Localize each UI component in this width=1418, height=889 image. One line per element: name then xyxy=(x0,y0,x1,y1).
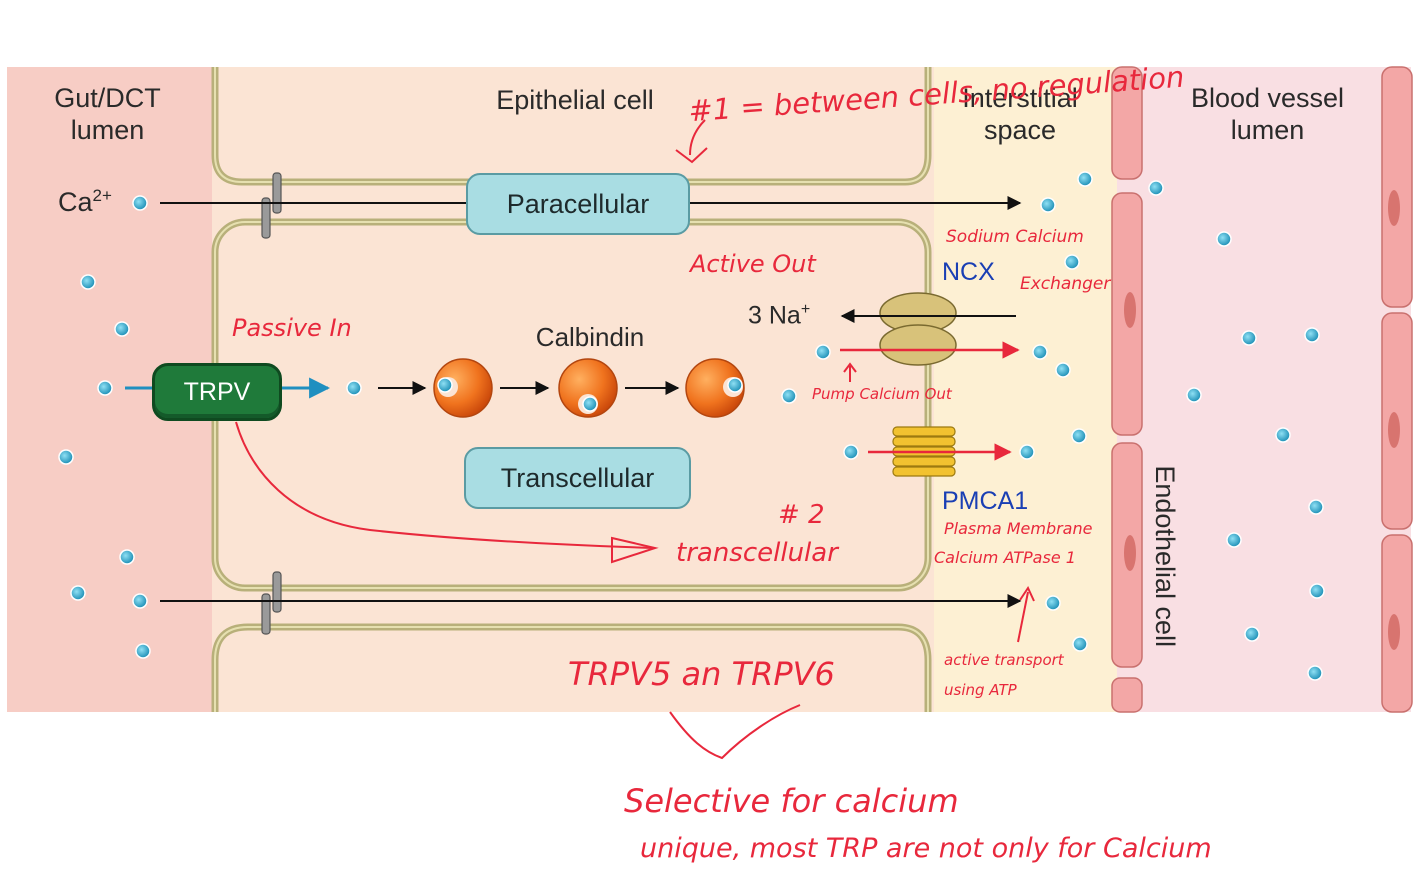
ncx-exchanger-shape xyxy=(879,292,957,366)
calcium-ion-dot xyxy=(346,380,362,396)
calcium-ion-dot xyxy=(1309,583,1325,599)
calcium-ion-dot xyxy=(1216,231,1232,247)
calcium-charge: 2+ xyxy=(92,186,112,205)
calcium-ion-dot xyxy=(1072,636,1088,652)
unique-annotation: unique, most TRP are not only for Calciu… xyxy=(640,833,1212,864)
calcium-ion-dot xyxy=(1241,330,1257,346)
calcium-ion-dot xyxy=(114,321,130,337)
calcium-ion-dot xyxy=(1304,327,1320,343)
transcellular-label: Transcellular xyxy=(500,462,655,493)
trpv-label: TRPV xyxy=(183,377,251,406)
active-transport-line1: active transport xyxy=(944,651,1064,669)
pmca-name-line1: Plasma Membrane xyxy=(944,519,1093,538)
selective-annotation: Selective for calcium xyxy=(624,782,959,820)
calcium-ions xyxy=(58,171,1325,681)
calcium-ion-dot xyxy=(815,344,831,360)
active-transport-line2: using ATP xyxy=(944,681,1017,699)
calcium-ion-dot xyxy=(843,444,859,460)
active-out-annotation: Active Out xyxy=(690,250,816,278)
transcellular-number: # 2 xyxy=(778,500,825,530)
calcium-ion-dot xyxy=(1064,254,1080,270)
sodium-symbol: 3 Na xyxy=(748,301,801,330)
calcium-ion-dot xyxy=(437,377,453,393)
endothelial-cell-label: Endothelial cell xyxy=(1150,465,1181,648)
annotation-strokes xyxy=(235,119,1035,760)
calcium-ion-dot xyxy=(80,274,96,290)
paracellular-label: Paracellular xyxy=(506,188,650,219)
interstitial-space-label: Interstitial space xyxy=(962,83,1078,146)
paracellular-pill: Paracellular xyxy=(466,173,690,235)
calcium-ion-dot xyxy=(1032,344,1048,360)
transcellular-annotation: transcellular xyxy=(676,538,838,568)
calcium-symbol: Ca xyxy=(58,187,93,217)
calcium-ion-dot xyxy=(1148,180,1164,196)
calcium-ion-dot xyxy=(1040,197,1056,213)
epithelial-cell-label: Epithelial cell xyxy=(496,85,654,115)
sodium-charge: + xyxy=(800,301,811,318)
blood-vessel-lumen-label: Blood vessel lumen xyxy=(1190,83,1345,146)
calcium-ion-dot xyxy=(119,549,135,565)
passive-in-annotation: Passive In xyxy=(232,314,352,342)
calcium-ion-dot xyxy=(727,377,743,393)
calcium-ion-dot xyxy=(97,380,113,396)
blood-vessel-region xyxy=(1117,67,1411,712)
calcium-ion-dot xyxy=(1077,171,1093,187)
pump-calcium-annotation: Pump Calcium Out xyxy=(812,385,952,403)
sodium-ion-label: 3 Na+ xyxy=(748,300,810,330)
ncx-name-line2: Exchanger xyxy=(1020,274,1111,294)
calcium-ion-dot xyxy=(1308,499,1324,515)
calcium-ion-dot xyxy=(58,449,74,465)
calcium-ion-label: Ca2+ xyxy=(58,186,112,218)
calcium-ion-dot xyxy=(1055,362,1071,378)
calcium-ion-dot xyxy=(1045,595,1061,611)
calcium-ion-dot xyxy=(1244,626,1260,642)
calcium-ion-dot xyxy=(70,585,86,601)
transcellular-pill: Transcellular xyxy=(464,447,691,509)
calcium-ion-dot xyxy=(1186,387,1202,403)
calcium-ion-dot xyxy=(135,643,151,659)
calcium-ion-dot xyxy=(1275,427,1291,443)
ncx-label: NCX xyxy=(942,258,995,286)
calcium-ion-dot xyxy=(132,593,148,609)
calcium-ion-dot xyxy=(582,396,598,412)
trpv-channel: TRPV xyxy=(152,363,282,421)
trpv-types-annotation: TRPV5 an TRPV6 xyxy=(568,655,835,693)
calcium-ion-dot xyxy=(132,195,148,211)
calcium-ion-dot xyxy=(1071,428,1087,444)
calcium-ion-dot xyxy=(1226,532,1242,548)
calcium-ion-dot xyxy=(781,388,797,404)
ncx-name-line1: Sodium Calcium xyxy=(946,227,1084,247)
interstitial-region xyxy=(934,67,1117,712)
gut-lumen-label: Gut/DCT lumen xyxy=(54,83,161,146)
calcium-ion-dot xyxy=(1307,665,1323,681)
calbindin-label: Calbindin xyxy=(535,322,645,352)
calcium-ion-dot xyxy=(1019,444,1035,460)
pmca-name-line2: Calcium ATPase 1 xyxy=(934,548,1076,567)
pmca1-label: PMCA1 xyxy=(942,487,1029,515)
